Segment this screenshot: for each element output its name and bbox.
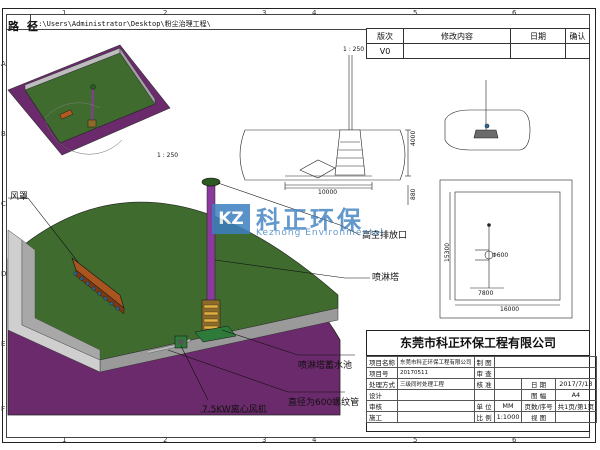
tb-val-view — [554, 411, 598, 423]
ruler-bottom-3: 3 — [262, 436, 267, 444]
callout-spray-tower: 喷淋塔 — [372, 273, 400, 283]
plan-overview — [444, 80, 531, 151]
tb-row-method: 处理方式 三级同时处理工程 核 准 日 期 2017/7/13 — [366, 378, 598, 390]
dimension-4000: 4000 — [410, 130, 417, 146]
path-value: C:\Users\Administrator\Desktop\粉尘治理工程\ — [34, 20, 211, 28]
rev-confirm — [565, 43, 590, 59]
ruler-top-2: 2 — [163, 9, 168, 17]
ruler-bottom-1: 1 — [62, 436, 67, 444]
drawing-inner-border — [6, 14, 590, 438]
tb-key-view: 视 图 — [521, 411, 556, 423]
tb-row-project-no: 项目号 20170511 审 查 — [366, 367, 598, 379]
tb-key-size: 图 幅 — [521, 389, 556, 401]
ruler-bottom-5: 5 — [413, 436, 418, 444]
ruler-left-d: D — [1, 270, 7, 278]
dimension-15300: 15300 — [444, 242, 451, 262]
tb-key-drawn: 制 图 — [473, 356, 495, 368]
tb-key-approve: 核 准 — [473, 378, 495, 390]
tb-key-project-no: 项目号 — [366, 367, 398, 379]
tb-val-size: A4 — [554, 389, 598, 401]
ruler-bottom-6: 6 — [512, 436, 517, 444]
scale-label-b: 1 : 250 — [157, 152, 179, 159]
ruler-left-c: C — [1, 200, 6, 208]
callout-outlet: 高空排放口 — [362, 231, 408, 241]
logo-badge: KZ — [212, 204, 250, 234]
tb-val-empty — [493, 389, 523, 401]
logo-name-en: Kezhong Environmental — [256, 228, 384, 238]
revision-table: 版次 修改内容 日期 确认 V0 — [366, 28, 590, 59]
drawing-frame — [2, 8, 596, 443]
tb-val-audit — [397, 400, 475, 412]
plan-view — [439, 179, 573, 319]
tb-row-project-name: 项目名称 东莞市科正环保工程有限公司 制 图 — [366, 356, 598, 368]
tb-val-pages: 共1页/第1页 — [554, 400, 598, 412]
tb-key-pages: 页数/序号 — [521, 400, 556, 412]
tb-key-build: 施工 — [366, 411, 398, 423]
tb-key-review: 审 查 — [473, 367, 495, 379]
ruler-bottom-2: 2 — [163, 436, 168, 444]
callout-fan: 7.5KW离心风机 — [202, 405, 267, 415]
tb-val-review — [493, 367, 598, 379]
callout-fan-hood: 风罩 — [10, 192, 29, 202]
title-block-divider — [366, 355, 590, 356]
tb-key-audit: 审核 — [366, 400, 398, 412]
ruler-left-e: E — [1, 340, 6, 348]
elevation-view — [239, 55, 411, 205]
ruler-left-b: B — [1, 130, 6, 138]
ruler-left-f: F — [1, 405, 6, 413]
scale-label-a: 1 : 250 — [343, 46, 365, 53]
tb-val-date: 2017/7/13 — [554, 378, 598, 390]
callout-leaders — [8, 182, 370, 413]
tb-row-audit: 审核 单 位 MM 页数/序号 共1页/第1页 — [366, 400, 598, 412]
callout-spray-pool: 喷淋塔蓄水池 — [298, 361, 353, 371]
tb-val-method: 三级同时处理工程 — [397, 378, 475, 390]
ruler-top-5: 5 — [413, 9, 418, 17]
tb-val-project-no: 20170511 — [397, 367, 475, 379]
tb-val-approve — [493, 378, 523, 390]
dimension-880: 880 — [410, 188, 417, 200]
tb-val-scale: 1:1000 — [493, 411, 523, 423]
path-label: 路 径 — [8, 20, 40, 33]
ruler-bottom-4: 4 — [312, 436, 317, 444]
callout-duct: 直径为600螺纹管 — [288, 398, 360, 408]
tb-val-unit: MM — [493, 400, 523, 412]
ruler-top-4: 4 — [312, 9, 317, 17]
dimension-7800: 7800 — [478, 290, 494, 297]
ruler-top-1: 1 — [62, 9, 67, 17]
tb-val-project-name: 东莞市科正环保工程有限公司 — [397, 356, 475, 368]
tb-val-design — [397, 389, 475, 401]
title-block-grid: 项目名称 东莞市科正环保工程有限公司 制 图 项目号 20170511 审 查 … — [366, 356, 598, 423]
tb-key-unit: 单 位 — [473, 400, 495, 412]
revision-header-row: 版次 修改内容 日期 确认 — [366, 28, 590, 44]
path-divider — [30, 14, 31, 30]
revision-row: V0 — [366, 43, 590, 59]
tb-row-design: 设计 图 幅 A4 — [366, 389, 598, 401]
tb-key-project-name: 项目名称 — [366, 356, 398, 368]
tb-key-empty — [473, 389, 495, 401]
tb-key-scale: 比 例 — [473, 411, 495, 423]
tb-val-build — [397, 411, 475, 423]
tb-key-method: 处理方式 — [366, 378, 398, 390]
ruler-top-6: 6 — [512, 9, 517, 17]
path-row — [6, 14, 366, 30]
ruler-left-a: A — [1, 60, 6, 68]
dimension-10000: 10000 — [318, 189, 338, 196]
dimension-phi600: Φ600 — [492, 252, 509, 259]
dimension-16000: 16000 — [500, 306, 520, 313]
tb-val-drawn — [493, 356, 598, 368]
tb-row-build: 施工 比 例 1:1000 视 图 — [366, 411, 598, 423]
ruler-top-3: 3 — [262, 9, 267, 17]
logo-name-cn: 科正环保 — [256, 206, 364, 234]
detail-isometric — [7, 177, 341, 416]
overview-isometric — [7, 44, 171, 156]
tb-key-design: 设计 — [366, 389, 398, 401]
tb-key-date: 日 期 — [521, 378, 556, 390]
company-name: 东莞市科正环保工程有限公司 — [399, 336, 556, 350]
